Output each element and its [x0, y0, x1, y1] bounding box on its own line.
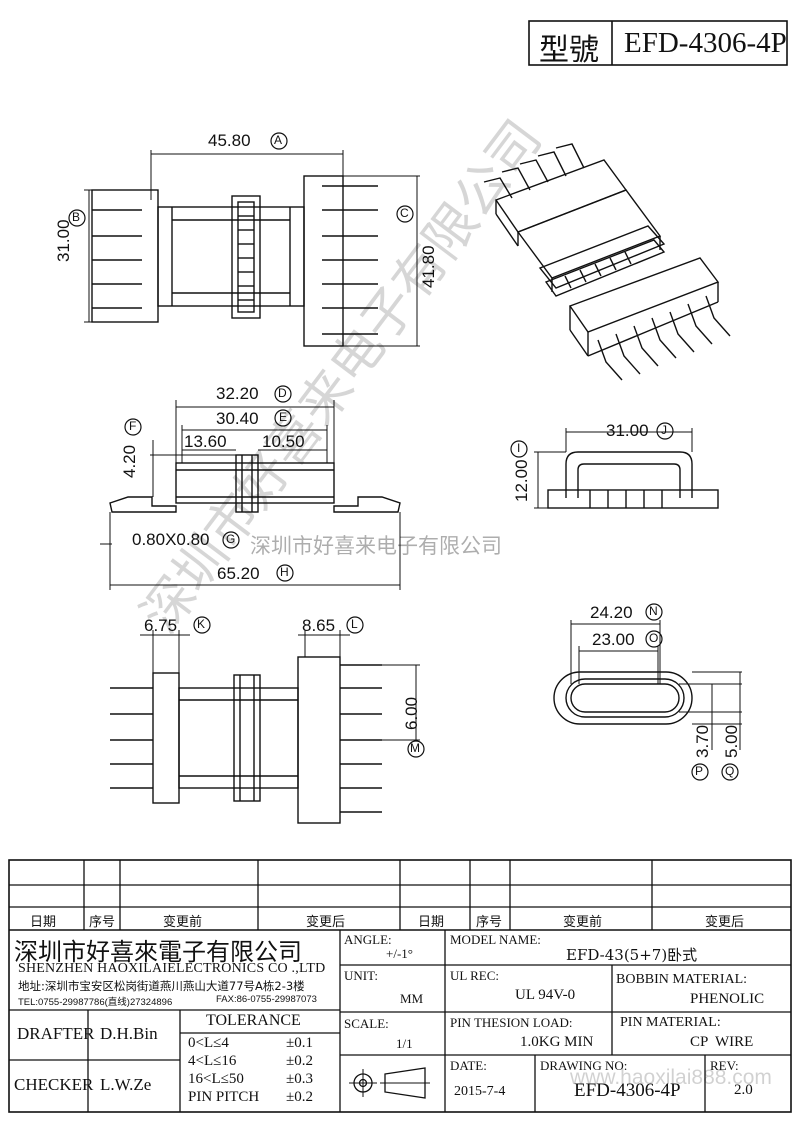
marker-n: N	[649, 604, 658, 618]
marker-a: A	[274, 133, 283, 147]
ul-rec-label: UL REC:	[450, 968, 499, 983]
company-tel: TEL:0755-29987786(直线)27324896	[18, 997, 173, 1008]
dim-e: 30.40	[216, 409, 259, 428]
tolerance-value-1: ±0.1	[286, 1035, 313, 1051]
bobbin-label: BOBBIN MATERIAL:	[616, 972, 748, 987]
drawing-no-value: EFD-4306-4P	[574, 1080, 681, 1101]
marker-m: M	[410, 741, 420, 755]
rev-no-header: 序号	[89, 915, 116, 930]
ul-rec-value: UL 94V-0	[515, 987, 576, 1003]
dim-o: 23.00	[592, 630, 635, 649]
marker-c: C	[400, 206, 409, 220]
marker-i: I	[517, 441, 521, 455]
watermark-horizontal: 深圳市好喜来电子有限公司	[250, 534, 502, 558]
dim-j: 31.00	[606, 421, 649, 440]
angle-value: +/-1°	[386, 946, 413, 961]
company-name-cn: 深圳市好喜來電子有限公司	[14, 938, 302, 966]
checker-label: CHECKER	[14, 1075, 94, 1094]
scale-label: SCALE:	[344, 1016, 389, 1031]
dim-h: 65.20	[217, 564, 260, 583]
dim-10-50: 10.50	[262, 432, 305, 451]
date-label: DATE:	[450, 1058, 487, 1073]
marker-q: Q	[725, 764, 735, 778]
rev-before-header: 变更前	[163, 915, 203, 930]
company-address: 地址:深圳市宝安区松岗街道燕川燕山大道77号A栋2-3楼	[18, 979, 305, 993]
scale-value: 1/1	[396, 1036, 413, 1051]
tolerance-range-4: PIN PITCH	[188, 1089, 260, 1105]
marker-j: J	[661, 423, 667, 437]
dim-g: 0.80X0.80	[132, 530, 210, 549]
slot-view	[553, 620, 742, 750]
marker-d: D	[278, 386, 287, 400]
top-view	[84, 150, 420, 347]
rev-date-header-2: 日期	[418, 915, 445, 930]
rev-value: 2.0	[734, 1082, 753, 1098]
model-label: 型號	[539, 33, 599, 68]
marker-circles	[68, 132, 739, 781]
front-view	[100, 400, 401, 590]
watermark-url: www.haoxilai888.com	[570, 1066, 772, 1089]
pin-load-label: PIN THESION LOAD:	[450, 1015, 573, 1030]
marker-l: L	[351, 617, 358, 631]
rev-no-header-2: 序号	[476, 915, 503, 930]
marker-b: B	[72, 210, 81, 224]
dim-13-60: 13.60	[184, 432, 227, 451]
dim-l: 8.65	[302, 616, 336, 635]
pin-material-label: PIN MATERIAL:	[620, 1015, 721, 1030]
date-value: 2015-7-4	[454, 1084, 506, 1099]
marker-k: K	[197, 617, 206, 631]
tolerance-range-3: 16<L≤50	[188, 1071, 244, 1087]
dim-d: 32.20	[216, 384, 259, 403]
rev-label: REV:	[710, 1058, 739, 1073]
side-view	[534, 428, 719, 509]
company-name-en: SHENZHEN HAOXILAIELECTRONICS CO .,LTD	[18, 961, 326, 976]
marker-p: P	[695, 764, 704, 778]
tolerance-range-1: 0<L≤4	[188, 1035, 229, 1051]
tolerance-value-2: ±0.2	[286, 1053, 313, 1069]
model-value: EFD-4306-4P	[624, 27, 787, 59]
dim-k: 6.75	[144, 616, 178, 635]
dim-n: 24.20	[590, 603, 633, 622]
unit-label: UNIT:	[344, 968, 379, 983]
drafter-value: D.H.Bin	[100, 1024, 158, 1043]
company-fax: FAX:86-0755-29987073	[216, 994, 317, 1005]
rev-after-header: 变更后	[306, 915, 346, 930]
tolerance-value-4: ±0.2	[286, 1089, 313, 1105]
dim-a: 45.80	[208, 131, 251, 150]
pin-load-value: 1.0KG MIN	[520, 1034, 594, 1050]
angle-label: ANGLE:	[344, 932, 392, 947]
drafter-label: DRAFTER	[17, 1024, 95, 1043]
marker-o: O	[649, 631, 659, 645]
marker-h: H	[280, 565, 289, 579]
tolerance-range-2: 4<L≤16	[188, 1053, 237, 1069]
pin-material-value: CP WIRE	[690, 1034, 754, 1050]
drawing-no-label: DRAWING NO:	[540, 1058, 628, 1073]
rev-after-header-2: 变更后	[705, 915, 745, 930]
bottom-view	[110, 630, 420, 824]
marker-e: E	[279, 410, 288, 424]
rev-before-header-2: 变更前	[563, 915, 603, 930]
checker-value: L.W.Ze	[100, 1075, 152, 1094]
isometric-view	[483, 143, 731, 381]
unit-value: MM	[400, 991, 424, 1006]
marker-f: F	[129, 419, 137, 433]
model-number-box	[528, 20, 788, 66]
model-name-label: MODEL NAME:	[450, 932, 541, 947]
tolerance-value-3: ±0.3	[286, 1071, 313, 1087]
technical-drawing	[68, 20, 788, 824]
marker-g: G	[226, 532, 236, 546]
tolerance-title: TOLERANCE	[206, 1012, 301, 1029]
rev-date-header: 日期	[30, 915, 57, 930]
model-name-value: EFD-43(5+7)卧式	[566, 946, 698, 964]
bobbin-value: PHENOLIC	[690, 991, 765, 1007]
